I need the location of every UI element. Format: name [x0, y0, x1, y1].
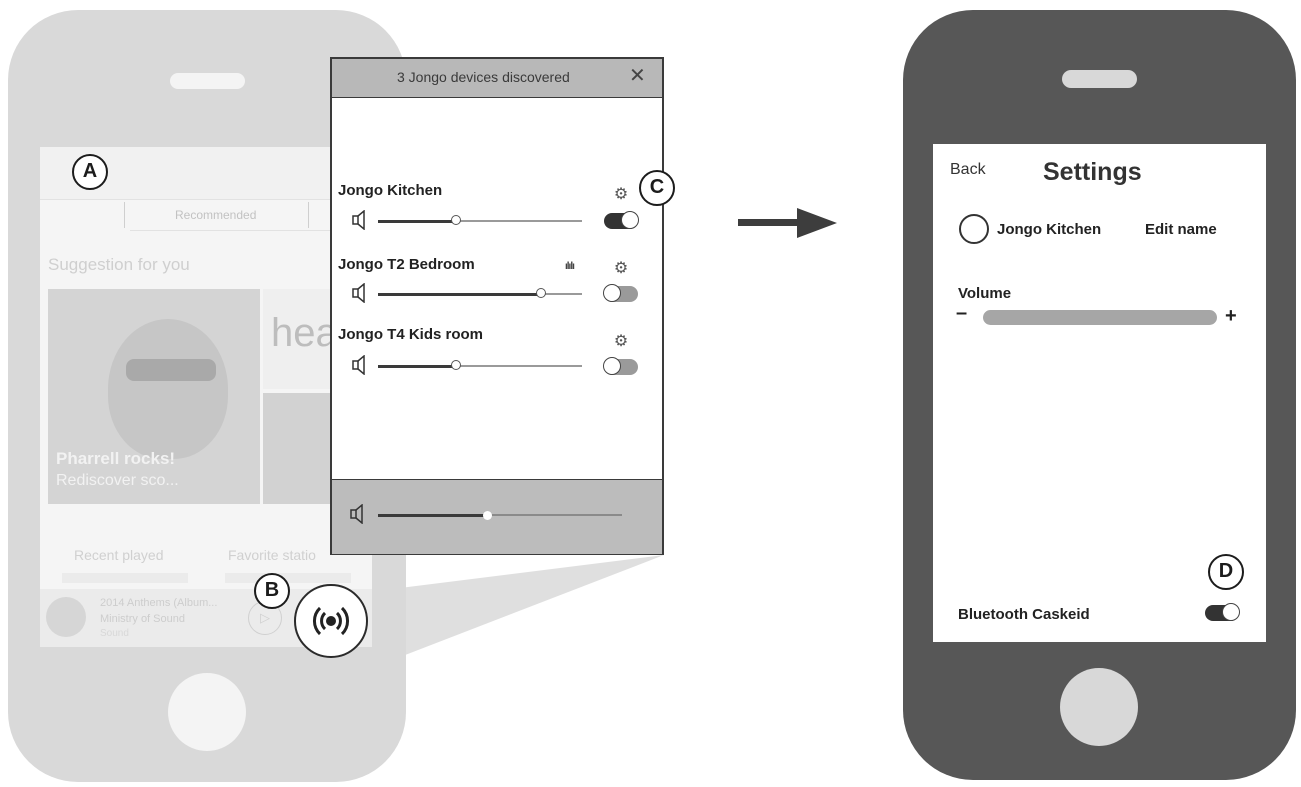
master-volume-knob[interactable]	[482, 510, 492, 520]
phone-speaker-grille	[1062, 70, 1137, 88]
side-card-text: hea	[271, 311, 338, 355]
callout-b: B	[254, 573, 290, 609]
callout-c: C	[639, 170, 675, 206]
volume-slider-knob[interactable]	[450, 215, 461, 225]
volume-slider[interactable]	[378, 360, 582, 370]
suggestion-heading: Suggestion for you	[48, 255, 190, 274]
artist-photo	[108, 319, 228, 459]
volume-slider-knob[interactable]	[536, 288, 547, 298]
gear-icon[interactable]: ⚙	[613, 260, 629, 277]
settings-screen: Back Settings Jongo Kitchen Edit name Vo…	[933, 144, 1266, 642]
volume-label: Volume	[958, 285, 1012, 302]
device-name: Jongo T2 Bedroom	[338, 256, 475, 273]
home-button[interactable]	[1060, 668, 1138, 746]
tab-underline	[130, 230, 350, 231]
volume-slider[interactable]	[378, 288, 582, 298]
bluetooth-toggle[interactable]	[1205, 603, 1240, 621]
speaker-icon	[350, 504, 363, 524]
device-name: Jongo Kitchen	[338, 182, 443, 199]
popup-header: 3 Jongo devices discovered ✕	[332, 59, 662, 98]
tab-separator	[124, 202, 125, 228]
player-source: Sound	[100, 628, 129, 639]
cast-icon	[313, 606, 349, 636]
album-art	[46, 597, 86, 637]
player-artist: Ministry of Sound	[100, 613, 185, 625]
speaker-icon	[352, 355, 365, 375]
device-picker-popup: 3 Jongo devices discovered ✕ Jongo Kitch…	[330, 57, 664, 555]
gear-icon[interactable]: ⚙	[613, 186, 629, 203]
bluetooth-label: Bluetooth Caskeid	[958, 606, 1090, 623]
master-volume-slider[interactable]	[378, 510, 622, 520]
popup-title: 3 Jongo devices discovered	[397, 69, 570, 85]
left-phone-screen: Recommended Suggestion for you Pharrell …	[40, 147, 372, 647]
toggle-knob	[603, 284, 621, 302]
device-name-label: Jongo Kitchen	[997, 221, 1102, 238]
callout-d: D	[1208, 554, 1244, 590]
device-toggle[interactable]	[603, 284, 638, 302]
device-toggle[interactable]	[603, 357, 638, 375]
page-title: Settings	[1043, 158, 1142, 186]
back-button[interactable]: Back	[950, 161, 986, 178]
artist-photo-detail	[126, 359, 216, 381]
card-subtitle: Rediscover sco...	[56, 472, 179, 489]
device-radio[interactable]	[959, 214, 989, 244]
toggle-knob	[1222, 603, 1240, 621]
tab-bar: Recommended	[40, 200, 372, 232]
arrow-head	[797, 208, 837, 238]
volume-slider-fill	[378, 292, 542, 296]
home-button[interactable]	[168, 673, 246, 751]
volume-increase-button[interactable]: +	[1225, 305, 1237, 327]
volume-slider-knob[interactable]	[450, 360, 461, 370]
toggle-knob	[621, 211, 639, 229]
recent-played-label[interactable]: Recent played	[74, 547, 164, 563]
cast-button[interactable]	[294, 584, 368, 658]
tab-separator	[308, 202, 309, 228]
close-icon[interactable]: ✕	[629, 65, 646, 87]
favorite-stations-label[interactable]: Favorite statio	[228, 547, 316, 563]
recent-placeholder	[62, 573, 188, 583]
callout-a: A	[72, 154, 108, 190]
volume-slider[interactable]	[983, 310, 1217, 325]
volume-decrease-button[interactable]: –	[956, 302, 968, 324]
favorite-placeholder	[225, 573, 351, 583]
card-title: Pharrell rocks!	[56, 449, 176, 468]
arrow-right-icon	[738, 219, 800, 226]
player-track-title: 2014 Anthems (Album...	[100, 597, 218, 609]
volume-slider-fill	[378, 219, 456, 223]
tab-recommended[interactable]: Recommended	[175, 208, 257, 222]
gear-icon[interactable]: ⚙	[613, 333, 629, 350]
volume-slider-fill	[378, 364, 456, 368]
phone-speaker-grille	[170, 73, 245, 89]
volume-slider[interactable]	[378, 215, 582, 225]
master-volume-bar	[332, 479, 662, 554]
speaker-icon	[352, 210, 365, 230]
speaker-icon	[352, 283, 365, 303]
edit-name-button[interactable]: Edit name	[1145, 221, 1217, 238]
featured-card[interactable]: Pharrell rocks! Rediscover sco...	[48, 289, 260, 504]
master-volume-fill	[378, 513, 488, 517]
playing-bars-icon: ılılı	[565, 261, 575, 272]
device-name: Jongo T4 Kids room	[338, 326, 484, 343]
device-toggle[interactable]	[604, 211, 639, 229]
toggle-knob	[603, 357, 621, 375]
